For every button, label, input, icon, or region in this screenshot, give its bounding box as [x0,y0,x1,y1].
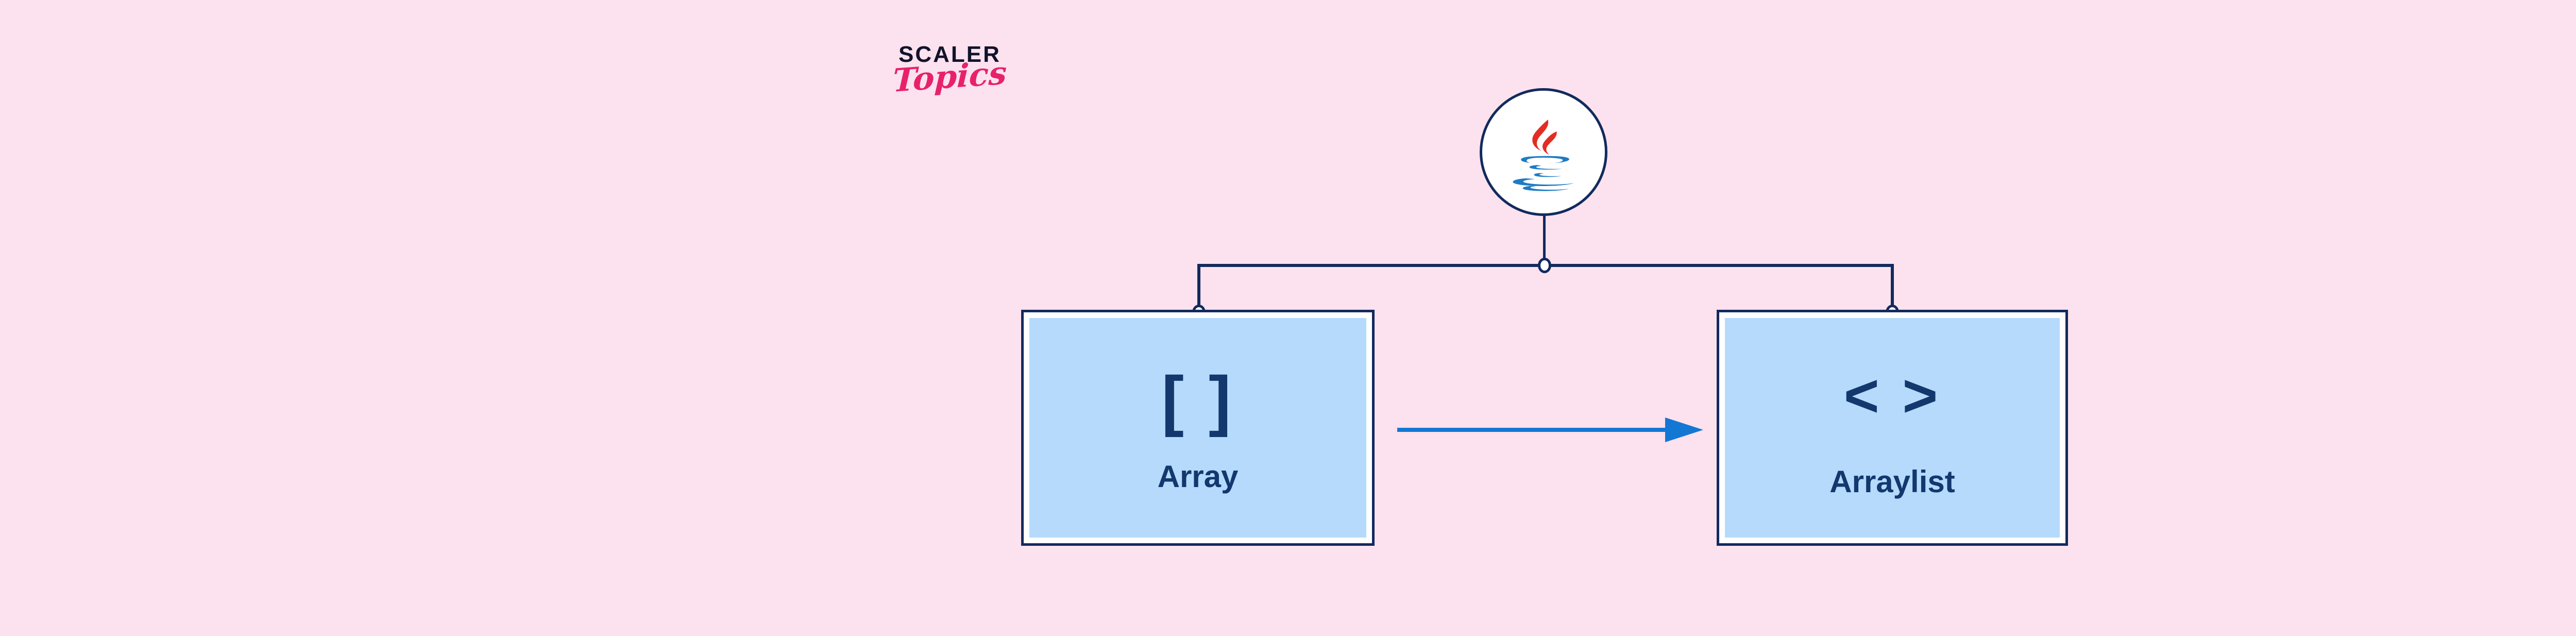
angle-brackets-icon: < > [1843,362,1941,430]
connector-drop-array [1197,264,1200,313]
array-to-arraylist-arrow [1397,417,1703,442]
scaler-topics-logo: SCALER Topics [890,43,1045,136]
java-logo-icon [1513,120,1574,191]
concept-box-array[interactable]: [ ] Array [1021,310,1375,546]
brand-name-secondary: Topics [892,54,1008,99]
brand-name-primary: SCALER [899,42,1001,67]
concept-box-arraylist[interactable]: < > Arraylist [1717,310,2068,546]
concept-box-array-label: Array [1157,459,1239,494]
concept-box-array-inner: [ ] Array [1029,318,1366,538]
square-brackets-icon: [ ] [1161,362,1234,438]
connector-stem [1543,216,1546,266]
connector-node-root [1538,258,1551,273]
concept-box-arraylist-label: Arraylist [1829,464,1955,499]
connector-drop-arraylist [1891,264,1894,313]
concept-box-arraylist-inner: < > Arraylist [1725,318,2060,538]
java-node-circle [1480,88,1607,216]
java-root-node [1480,88,1607,216]
